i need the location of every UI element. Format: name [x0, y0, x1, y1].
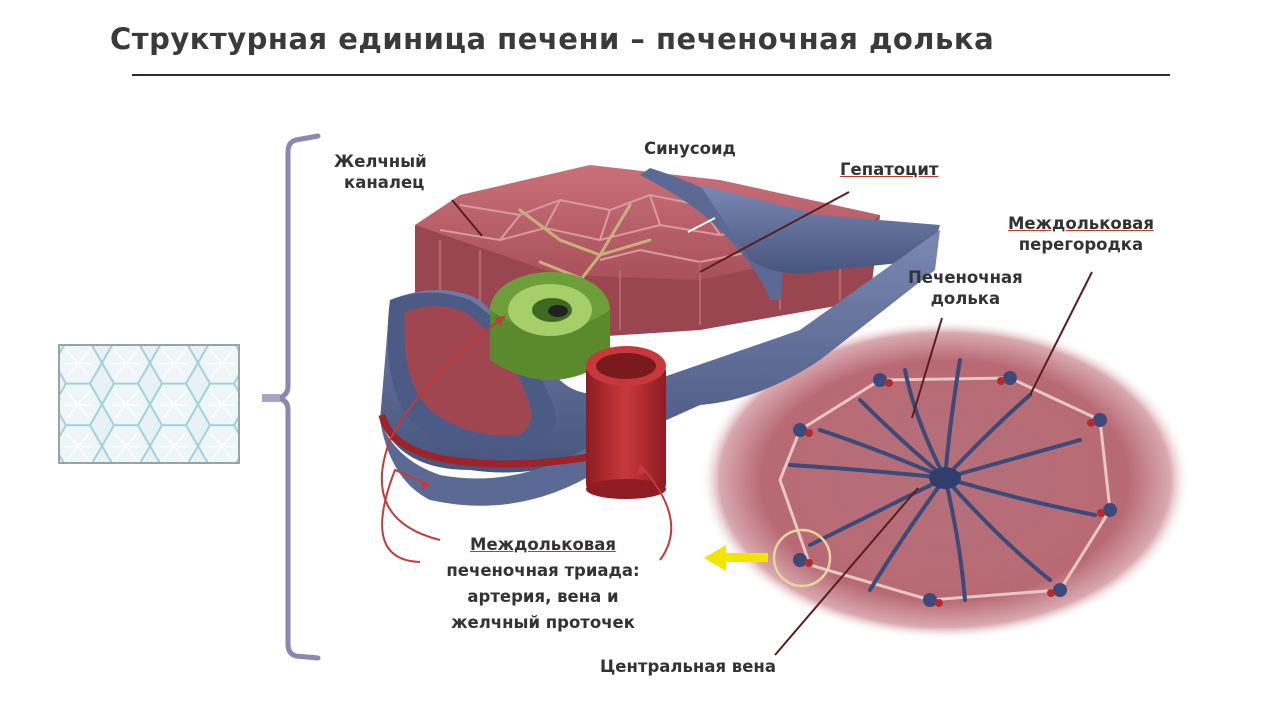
label-hepatic-lobule: Печеночная долька [908, 268, 1023, 309]
bile-canaliculus-leader [451, 199, 483, 237]
label-triad-line4: желчный проточек [451, 613, 635, 633]
triad-leader-bile [380, 315, 506, 541]
label-triad-line1: Междольковая [470, 535, 616, 554]
bracket [277, 133, 321, 661]
sinusoid-vessel [640, 168, 940, 300]
label-interlobular-septum: Междольковая перегородка [1008, 214, 1154, 255]
page-title: Структурная единица печени – печеночная … [110, 22, 995, 56]
septum-leader [1029, 271, 1093, 396]
label-triad-line3: артерия, вена и [467, 587, 619, 607]
title-underline [132, 74, 1170, 76]
lobule-leader [911, 317, 943, 419]
bile-duct [490, 272, 610, 380]
sinusoid-leader [687, 217, 716, 233]
label-triad-line2: печеночная триада: [446, 561, 640, 581]
yellow-arrow-icon [704, 545, 768, 571]
triad-leader-vein [381, 468, 431, 563]
label-central-vein: Центральная вена [600, 657, 776, 676]
label-bile-canaliculus: Желчный каналец [334, 152, 427, 193]
label-lobule-line2: долька [930, 288, 1001, 308]
label-bile-canaliculus-line2: каналец [344, 172, 425, 192]
hepatic-artery [378, 346, 666, 499]
central-vein-leader [774, 487, 919, 656]
hepatocyte-leader [699, 191, 850, 273]
label-hepatocyte: Гепатоцит [840, 160, 939, 179]
label-lobule-line1: Печеночная [908, 268, 1023, 287]
hepatic-lobule-cross-section [700, 320, 1190, 640]
triad-leader-artery [639, 464, 673, 561]
highlighted-triad [772, 528, 832, 588]
label-septum-line2: перегородка [1018, 234, 1144, 254]
label-sinusoid: Синусоид [644, 139, 736, 158]
label-portal-triad: Междольковая печеночная триада: артерия,… [408, 532, 678, 636]
label-septum-line1: Междольковая [1008, 214, 1154, 233]
label-bile-canaliculus-line1: Желчный [334, 152, 427, 171]
hexagonal-lobule-pattern-image [58, 344, 240, 464]
portal-vein [380, 230, 940, 506]
